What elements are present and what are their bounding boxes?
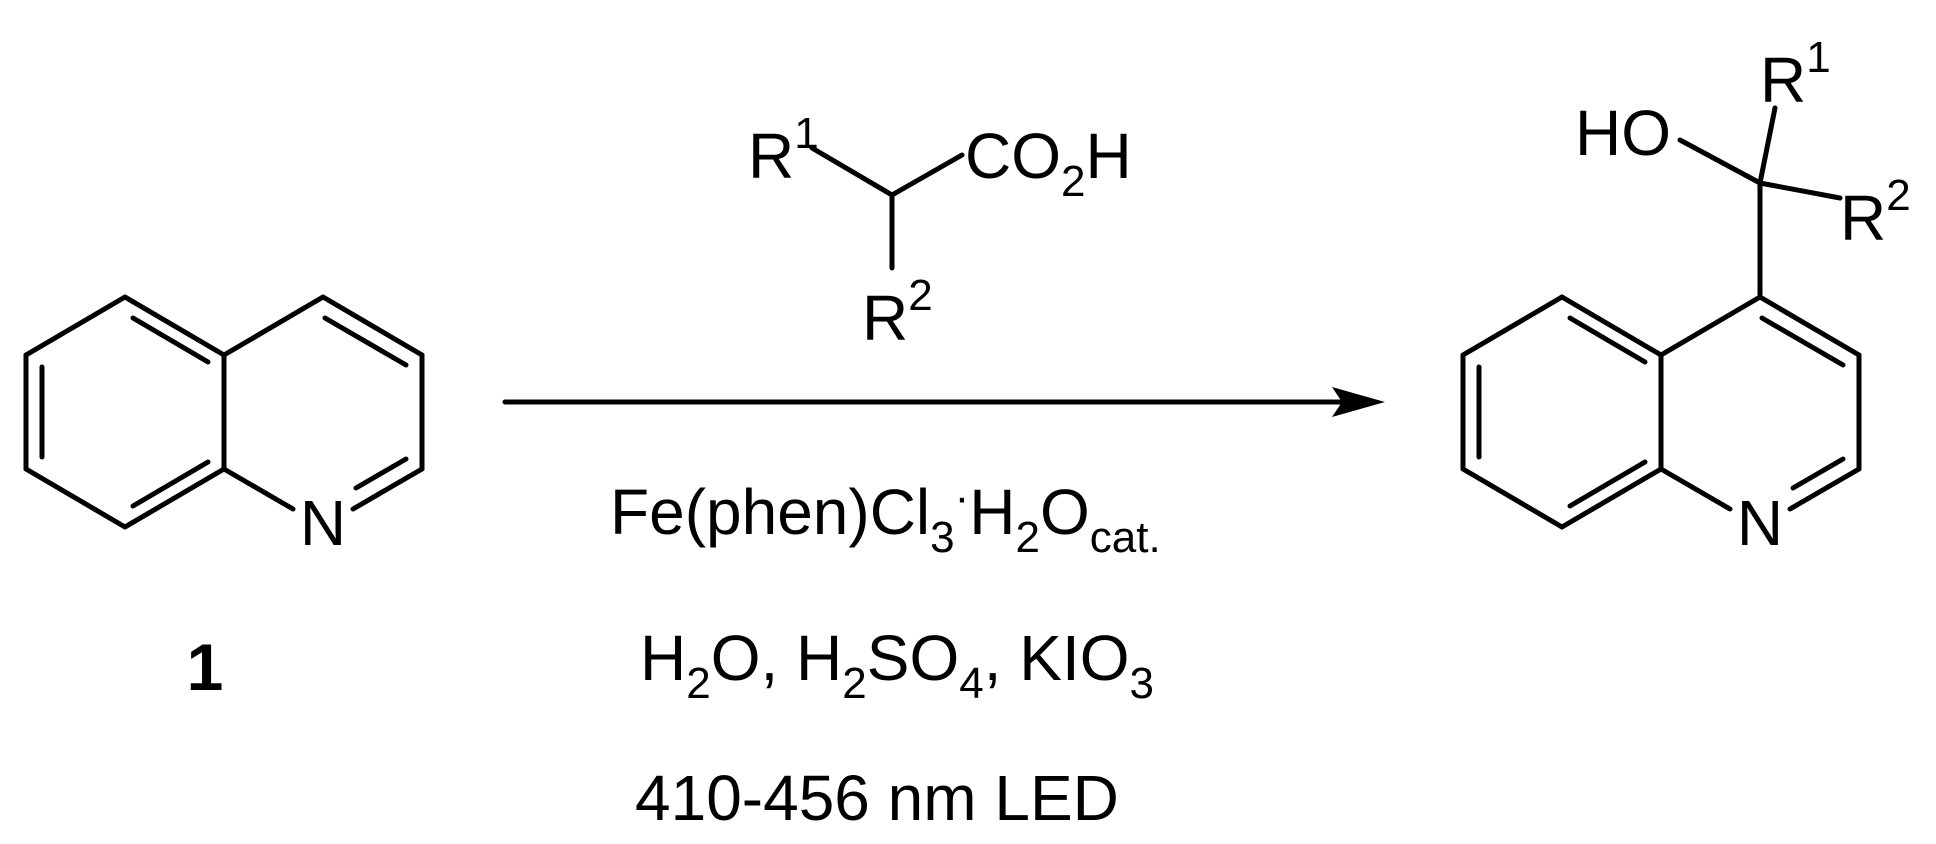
acid-co2h-label: CO2H xyxy=(965,120,1132,206)
product-r2-label: R2 xyxy=(1840,171,1911,254)
compound-number: 1 xyxy=(187,630,224,704)
reaction-conditions: Fe(phen)Cl3·H2Ocat. H2O, H2SO4, KIO3 410… xyxy=(610,473,1161,834)
conditions-catalyst: Fe(phen)Cl3·H2Ocat. xyxy=(610,473,1161,562)
acid-r2-label: R2 xyxy=(862,271,933,354)
acid-bond-r1 xyxy=(809,145,895,198)
acid-bond-co2h xyxy=(889,152,965,198)
product-nitrogen-label: N xyxy=(1737,487,1783,559)
conditions-reagents: H2O, H2SO4, KIO3 xyxy=(640,622,1154,708)
product-hydroxyl-label: HO xyxy=(1575,97,1671,169)
conditions-light-source: 410-456 nm LED xyxy=(635,762,1119,834)
quinoline-bonds xyxy=(23,294,425,530)
quinoline-nitrogen-label: N xyxy=(300,487,346,559)
reaction-arrow xyxy=(502,387,1385,417)
product-structure: HO R1 R2 N xyxy=(1460,33,1911,559)
product-bonds xyxy=(1460,105,1862,530)
arrow-head xyxy=(1332,387,1385,417)
quinoline-structure: N 1 xyxy=(23,294,425,704)
acid-r1-label: R1 xyxy=(748,109,819,192)
carboxylic-acid-reagent: R1 CO2H R2 xyxy=(748,109,1132,354)
product-r1-label: R1 xyxy=(1760,33,1831,116)
